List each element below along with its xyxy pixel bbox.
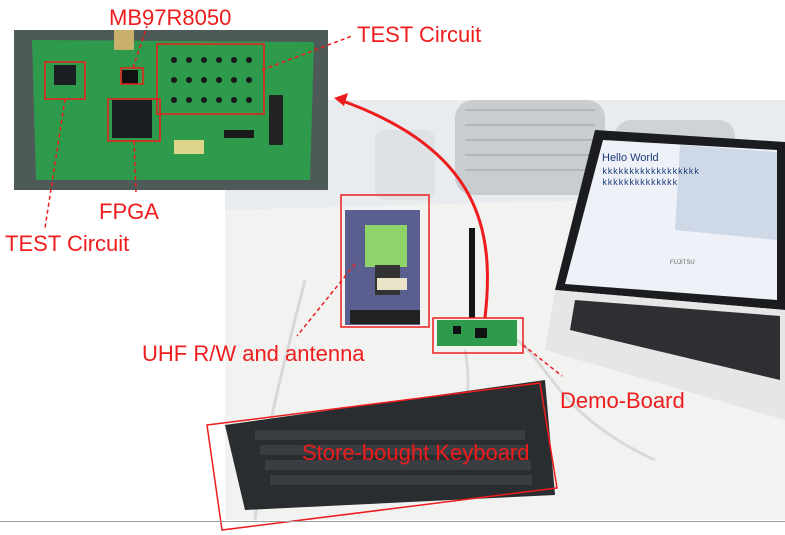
keyboard-label: Store-bought Keyboard — [302, 440, 530, 465]
demo-board-highlight-box — [432, 317, 524, 354]
test-circuit-left-label: TEST Circuit — [5, 231, 130, 256]
screen-line1-text: kkkkkkkkkkkkkkkkkk — [602, 167, 699, 177]
fpga-label: FPGA — [99, 199, 159, 224]
demo-board-label: Demo-Board — [560, 388, 685, 413]
bottom-divider — [0, 521, 785, 522]
pcb-closeup-photo — [14, 30, 328, 190]
chip-highlight-box — [120, 67, 144, 85]
fpga-highlight-box — [107, 98, 161, 142]
laptop-brand-text: FUJITSU — [670, 260, 695, 266]
test-circuit-left-box — [44, 61, 86, 100]
keyboard-highlight-box — [206, 382, 558, 531]
test-circuit-top-box — [156, 43, 265, 115]
test-circuit-top-label: TEST Circuit — [357, 22, 482, 47]
screen-line2-text: kkkkkkkkkkkkkk — [602, 178, 678, 188]
demo-setup-photo: Hello World kkkkkkkkkkkkkkkkkk kkkkkkkkk… — [225, 100, 785, 520]
screen-hello-text: Hello World — [602, 152, 659, 164]
chip-label: MB97R8050 — [109, 5, 232, 30]
uhf-rw-highlight-box — [340, 194, 430, 328]
uhf-rw-label: UHF R/W and antenna — [142, 341, 365, 366]
